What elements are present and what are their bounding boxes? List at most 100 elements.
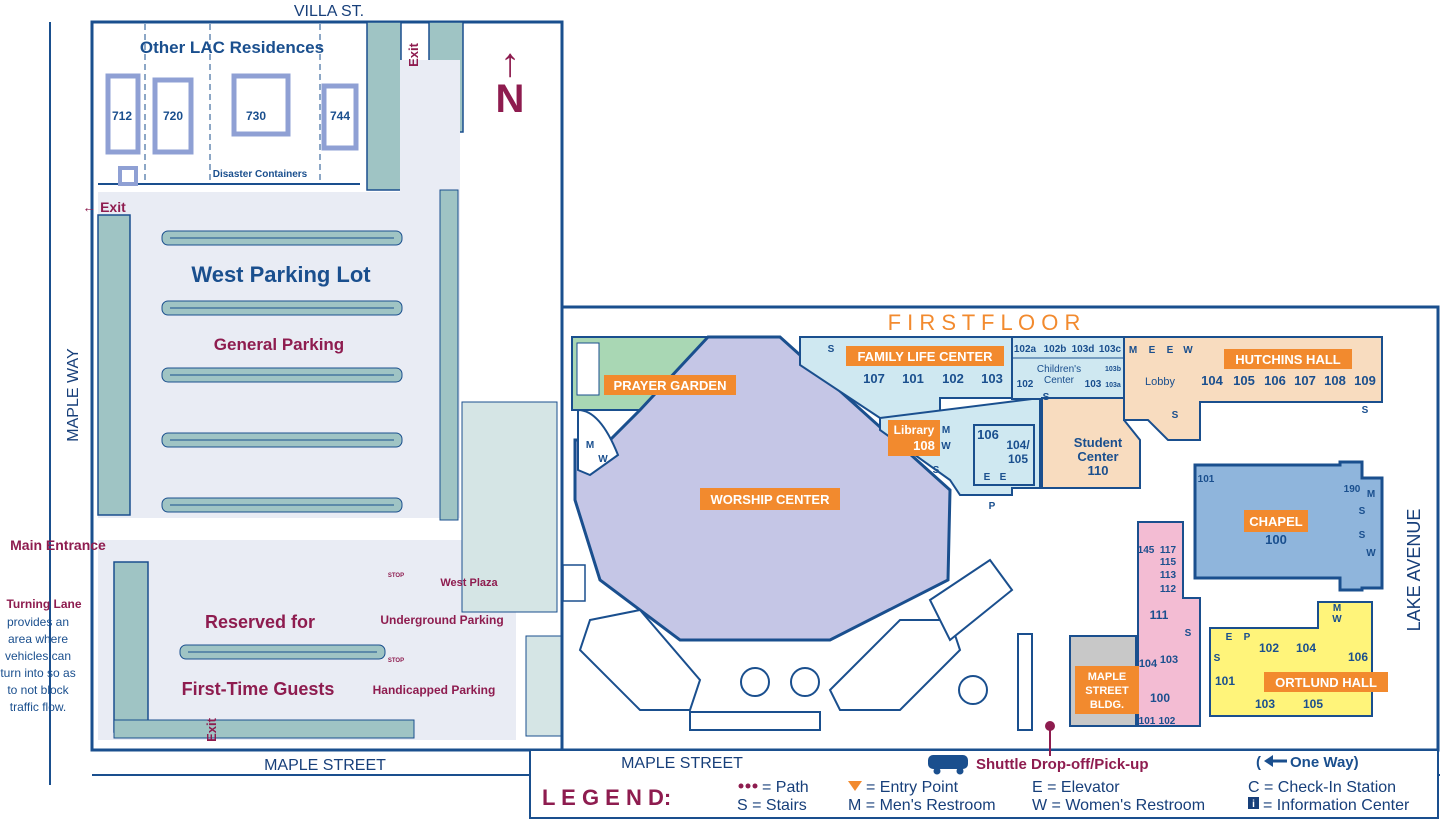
pink-room-117: 117 [1160, 545, 1177, 556]
ortlund-hall-tag [1264, 672, 1388, 692]
stairs-chapel-2: S [1359, 530, 1366, 541]
reserved-label-2: First-Time Guests [182, 679, 335, 699]
bench-wall [1017, 633, 1033, 731]
chapel-room-label: 100 [1265, 532, 1287, 547]
hutchins-room-107: 107 [1294, 373, 1316, 388]
turning-lane-line: turn into so as [0, 666, 75, 680]
cc-room-102b: 102b [1044, 344, 1067, 355]
maple-bldg-line-3: BLDG. [1090, 699, 1124, 711]
ortlund-room-105: 105 [1303, 697, 1323, 711]
lobby-label: Lobby [1145, 376, 1175, 388]
turning-lane-line: traffic flow. [10, 700, 66, 714]
exit-top-label: Exit [406, 42, 421, 67]
turning-lane-line: area where [8, 632, 68, 646]
student-center-label-1: Student [1074, 435, 1123, 450]
ortlund-room-106: 106 [1348, 650, 1368, 664]
stairs-hutchins: S [1362, 405, 1369, 416]
parking-ortlund: P [1244, 632, 1251, 643]
legend-elevator: E = Elevator [1032, 779, 1120, 796]
turning-lane-line: vehicles can [5, 649, 71, 663]
stairs-library: S [933, 465, 940, 476]
turning-lane-title: Turning Lane [6, 597, 81, 611]
west-parking-lot [98, 192, 460, 518]
pink-room-111: 111 [1150, 608, 1169, 622]
room-106-label: 106 [977, 427, 999, 442]
cc-room-103c: 103c [1099, 344, 1122, 355]
exit-bottom-label: Exit [204, 717, 219, 742]
library-tag [888, 420, 940, 456]
turning-lane-line: to not block [7, 683, 69, 697]
east-lane [400, 60, 460, 200]
legend-info: = Information Center [1263, 797, 1410, 814]
worship-towers [578, 558, 1014, 731]
handicapped-parking-label: Handicapped Parking [373, 683, 496, 697]
north-arrow-icon: ↑ [500, 41, 520, 85]
turning-lane-line: provides an [7, 615, 69, 629]
island-east [439, 189, 459, 521]
plaza-landscape [461, 401, 558, 613]
legend-womens: W = Women's Restroom [1032, 797, 1205, 814]
elevator-flc-2: E [1000, 472, 1007, 483]
pink-room-145: 145 [1138, 545, 1155, 556]
lake-avenue-label: LAKE AVENUE [1404, 509, 1424, 632]
parking-marker: P [989, 501, 996, 512]
mens-restroom-library: M [942, 425, 950, 436]
maple-street-right-label: MAPLE STREET [621, 755, 743, 772]
entry-point-icon [848, 781, 862, 791]
reserved-label-1: Reserved for [205, 612, 315, 632]
flc-room-107: 107 [863, 371, 885, 386]
stairs-ortlund: S [1214, 653, 1221, 664]
residence-744 [321, 83, 359, 151]
main-entrance-label: Main Entrance [10, 537, 106, 553]
residence-720 [152, 77, 194, 155]
one-way-label: One Way) [1290, 754, 1359, 771]
cc-room-103a: 103a [1105, 382, 1121, 389]
mens-restroom-chapel: M [1367, 489, 1375, 500]
island-west [97, 214, 131, 516]
cc-room-102a: 102a [1014, 344, 1037, 355]
stairs-flc: S [828, 344, 835, 355]
maple-bldg-line-2: STREET [1085, 685, 1129, 697]
worship-stairs [562, 564, 586, 602]
maple-street-left-label: MAPLE STREET [264, 757, 386, 774]
student-center-label-2: Center [1077, 449, 1118, 464]
hutchins-room-108: 108 [1324, 373, 1346, 388]
information-center-icon [1248, 797, 1259, 809]
elevator-ortlund: E [1226, 632, 1233, 643]
chapel-label: CHAPEL [1249, 514, 1303, 529]
worship-center-label: WORSHIP CENTER [711, 492, 831, 507]
residence-shed [118, 166, 138, 186]
worship-center-tag [700, 488, 840, 510]
womens-restroom-worship: W [598, 454, 608, 465]
west-plaza-label: West Plaza [440, 577, 498, 589]
stairs-chapel-1: S [1359, 506, 1366, 517]
womens-restroom-chapel: W [1366, 548, 1376, 559]
maple-way-label: MAPLE WAY [65, 348, 82, 442]
worship-restrooms [577, 408, 620, 477]
pink-room-104: 104 [1139, 658, 1158, 670]
room-104-105-label-2: 105 [1008, 452, 1028, 466]
legend-title: L E G E N D: [542, 785, 671, 810]
room-104-105-label-1: 104/ [1006, 438, 1030, 452]
pink-room-102: 102 [1159, 716, 1176, 727]
stairs-childrens: S [1043, 392, 1050, 403]
chapel-room-101: 101 [1198, 474, 1215, 485]
legend-mens: M = Men's Restroom [848, 797, 996, 814]
childrens-center-label-1: Children's [1037, 364, 1081, 375]
elevator-flc-1: E [984, 472, 991, 483]
west-parking-lot-label: West Parking Lot [191, 262, 371, 287]
island-lower-south [113, 719, 415, 739]
information-glyph: i [1252, 799, 1255, 810]
general-parking-label: General Parking [214, 335, 344, 354]
shuttle-pin-icon [1045, 721, 1055, 731]
stop-sign-1: STOP [388, 573, 404, 579]
student-center-label-3: 110 [1088, 463, 1109, 478]
mens-restroom-lobby: M [1129, 345, 1137, 356]
pink-room-103: 103 [1160, 654, 1178, 666]
cc-room-103b: 103b [1105, 366, 1121, 373]
stairs-lobby: S [1172, 410, 1179, 421]
pink-building [1137, 521, 1201, 727]
chapel-room-190: 190 [1344, 484, 1361, 495]
pink-room-113: 113 [1160, 570, 1177, 581]
residences-title: Other LAC Residences [140, 38, 324, 57]
